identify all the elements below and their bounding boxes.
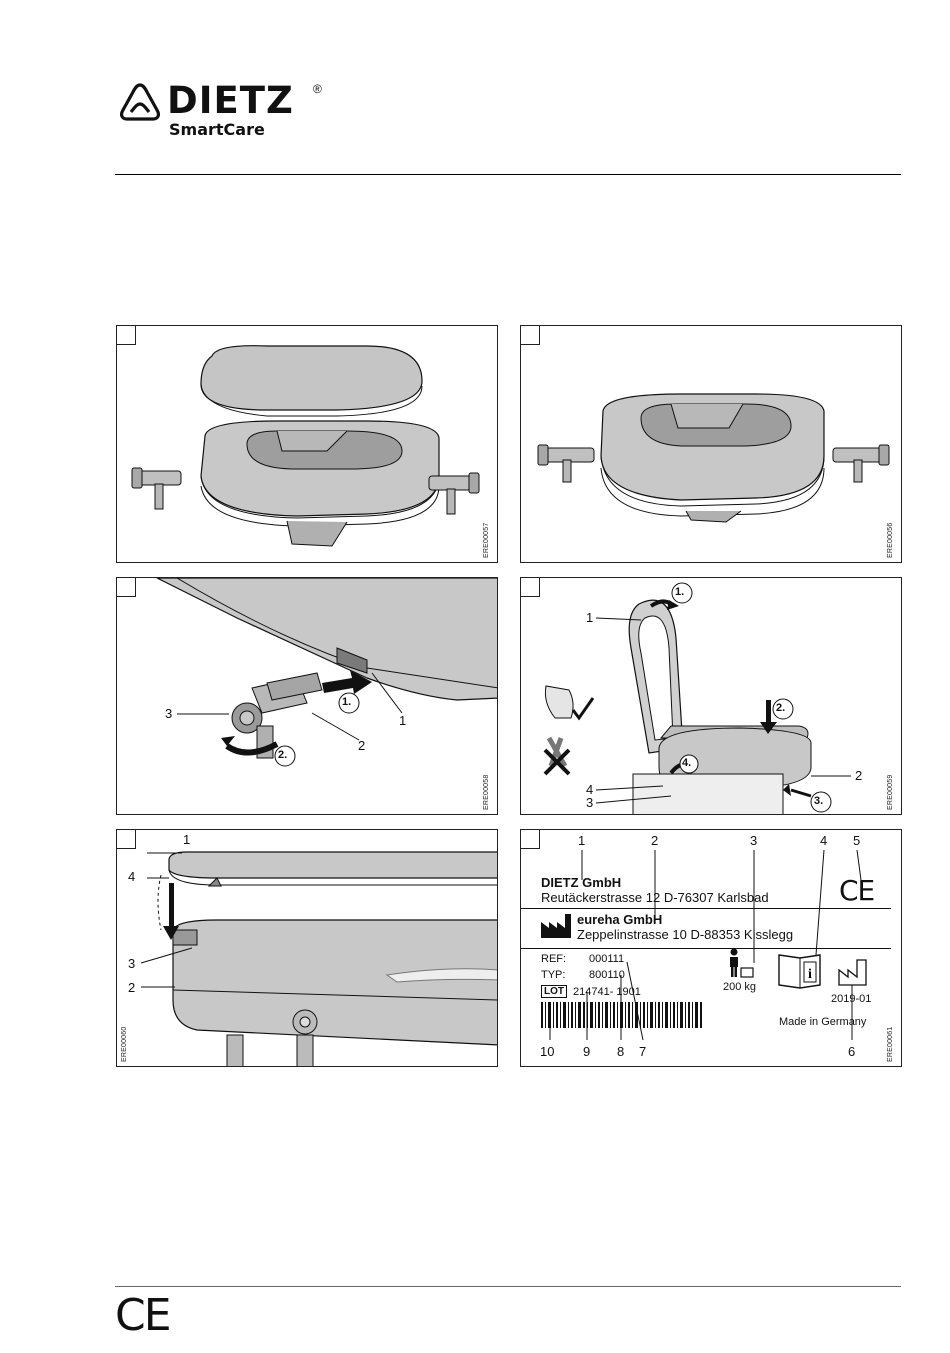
company-name: DIETZ GmbH: [541, 875, 622, 890]
figure-panel-4: 1. 2. 3. 4. 1 2 4 3 ERE00059: [520, 577, 902, 815]
figure-panel-2: ERE00056: [520, 325, 902, 563]
step-marker: 3.: [814, 795, 824, 807]
max-weight: 200 kg: [723, 981, 757, 993]
manufacturer-name: eureha GmbH: [577, 912, 663, 927]
step-marker: 2.: [278, 749, 288, 761]
callout-label: 1: [399, 713, 407, 728]
callout-label: 2: [358, 738, 366, 753]
figure-code: ERE00057: [483, 522, 490, 558]
figure-code: ERE00056: [887, 522, 894, 558]
barcode: [541, 1002, 702, 1028]
figure-number-box: [117, 578, 136, 597]
brand-name: DIETZ: [167, 79, 294, 122]
lot-label: LOT: [541, 985, 567, 998]
figure-code: ERE00060: [121, 1026, 128, 1062]
callout-label: 4: [820, 833, 828, 848]
label-leader-lines: i: [541, 849, 867, 1041]
brand-sub: SmartCare: [169, 120, 265, 139]
typ-value: 800110: [589, 969, 625, 981]
callout-label: 4: [586, 782, 594, 797]
callout-label: 5: [853, 833, 861, 848]
figure-panel-6: i 1 2 3 4: [520, 829, 902, 1067]
callout-label: 7: [639, 1044, 647, 1059]
header-divider: [115, 174, 901, 175]
company-address: Reutäckerstrasse 12 D-76307 Karlsbad: [541, 890, 769, 905]
callout-label: 3: [128, 956, 136, 971]
callout-label: 2: [855, 768, 863, 783]
figure-code: ERE00058: [483, 774, 490, 810]
callout-label: 6: [848, 1044, 856, 1059]
figure-code: ERE00059: [887, 774, 894, 810]
callout-label: 1: [183, 832, 191, 847]
ref-label: REF:: [541, 953, 567, 965]
figure-number-box: [521, 830, 540, 849]
label-divider: [521, 908, 891, 909]
callout-label: 1: [586, 610, 594, 625]
dietz-logo-icon: [120, 83, 160, 121]
step-marker: 2.: [776, 702, 786, 714]
footer-divider: [115, 1286, 901, 1287]
ce-mark: CE: [839, 874, 875, 907]
lot-value: 214741- 1901: [573, 986, 641, 998]
callout-label: 3: [165, 706, 173, 721]
mounting-illustration: [543, 582, 851, 814]
callout-label: 2: [651, 833, 659, 848]
callout-label: 3: [586, 795, 594, 810]
figure-number-box: [117, 830, 136, 849]
footer-ce-mark: CE: [115, 1290, 172, 1341]
brand-logo: DIETZ ® SmartCare: [117, 79, 337, 140]
callout-label: 2: [128, 980, 136, 995]
clamp-insert-illustration: [156, 578, 497, 767]
figure-number-box: [117, 326, 136, 345]
ref-value: 000111: [589, 953, 625, 965]
callout-label: 3: [750, 833, 758, 848]
registered-mark: ®: [313, 82, 322, 96]
seat-illustration: [537, 393, 890, 523]
typ-label: TYP:: [541, 969, 566, 981]
callout-label: 10: [540, 1044, 555, 1059]
callout-label: 1: [578, 833, 586, 848]
manufacture-date: 2019-01: [831, 993, 872, 1005]
svg-text:i: i: [808, 967, 812, 982]
step-marker: 1.: [342, 696, 352, 708]
lid-placement-illustration: [140, 851, 497, 1066]
figure-panel-1: ERE00057: [116, 325, 498, 563]
figure-number-box: [521, 578, 540, 597]
figure-number-box: [521, 326, 540, 345]
figure-panel-3: 3 2 1 1. 2. ERE00058: [116, 577, 498, 815]
seat-exploded-illustration: [131, 345, 480, 547]
label-divider: [521, 948, 891, 949]
callout-label: 8: [617, 1044, 625, 1059]
figure-panel-5: 1 4 3 2 ERE00060: [116, 829, 498, 1067]
made-in: Made in Germany: [779, 1016, 867, 1028]
figure-code: ERE00061: [887, 1026, 894, 1062]
step-marker: 4.: [682, 757, 692, 769]
manufacturer-address: Zeppelinstrasse 10 D-88353 Kisslegg: [577, 927, 794, 942]
callout-label: 4: [128, 869, 136, 884]
step-marker: 1.: [675, 586, 685, 598]
callout-label: 9: [583, 1044, 591, 1059]
